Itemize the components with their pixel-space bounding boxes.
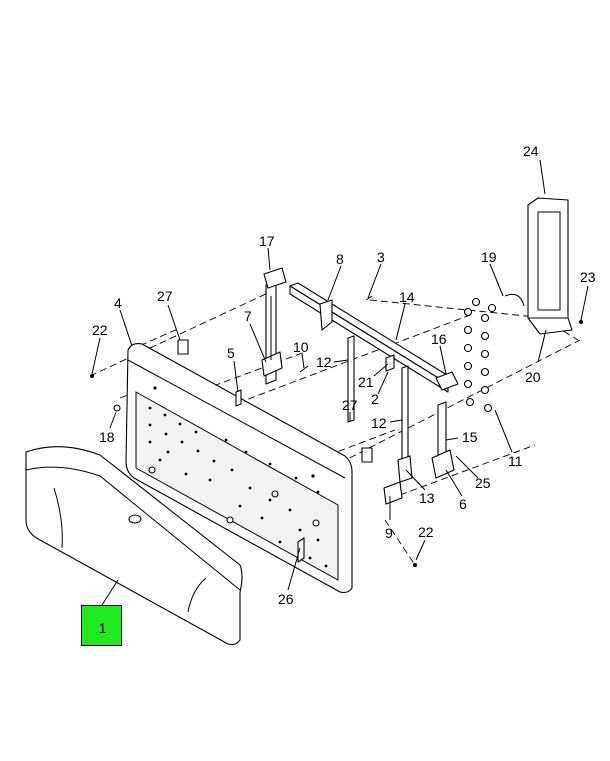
callout-20: 20	[525, 369, 541, 385]
callout-22-lower: 22	[418, 524, 434, 540]
callout-27-lower: 27	[342, 397, 358, 413]
callout-labels: 24 17 8 3 19 23 27 4 22 14 7 10 16 5 12 …	[92, 143, 596, 607]
callout-16: 16	[431, 331, 447, 347]
callout-5: 5	[227, 345, 235, 361]
callout-10: 10	[293, 339, 309, 355]
callout-21: 21	[358, 374, 374, 390]
callout-17: 17	[259, 233, 275, 249]
callout-27-upper: 27	[157, 288, 173, 304]
small-parts-stack	[463, 297, 497, 413]
callout-26: 26	[278, 591, 294, 607]
panel-hole-pattern	[148, 406, 328, 568]
callout-12-upper: 12	[316, 354, 332, 370]
callout-11: 11	[508, 453, 523, 469]
highlighted-part-callout[interactable]: 1	[81, 605, 122, 646]
callout-13: 13	[419, 490, 435, 506]
callout-7: 7	[244, 308, 252, 324]
callout-22-upper: 22	[92, 322, 108, 338]
callout-6: 6	[459, 496, 467, 512]
upper-cross-bar	[289, 282, 459, 393]
callout-4: 4	[114, 295, 122, 311]
callout-8: 8	[336, 251, 344, 267]
left-vertical-rail	[261, 267, 287, 385]
callout-23: 23	[580, 269, 596, 285]
callout-15: 15	[462, 429, 478, 445]
callout-12-lower: 12	[371, 415, 387, 431]
callout-9: 9	[385, 525, 393, 541]
callout-25: 25	[475, 475, 491, 491]
callout-24: 24	[523, 143, 539, 159]
back-panel	[125, 343, 353, 594]
highlighted-part-label: 1	[98, 620, 107, 636]
front-cushion	[25, 446, 243, 646]
leader-lines	[91, 159, 589, 606]
top-bracket	[504, 197, 573, 335]
right-vertical-rail	[383, 401, 455, 505]
callout-14: 14	[399, 289, 415, 305]
callout-19: 19	[481, 249, 497, 265]
callout-18: 18	[99, 429, 115, 445]
callout-2: 2	[371, 391, 379, 407]
callout-3: 3	[377, 249, 385, 265]
